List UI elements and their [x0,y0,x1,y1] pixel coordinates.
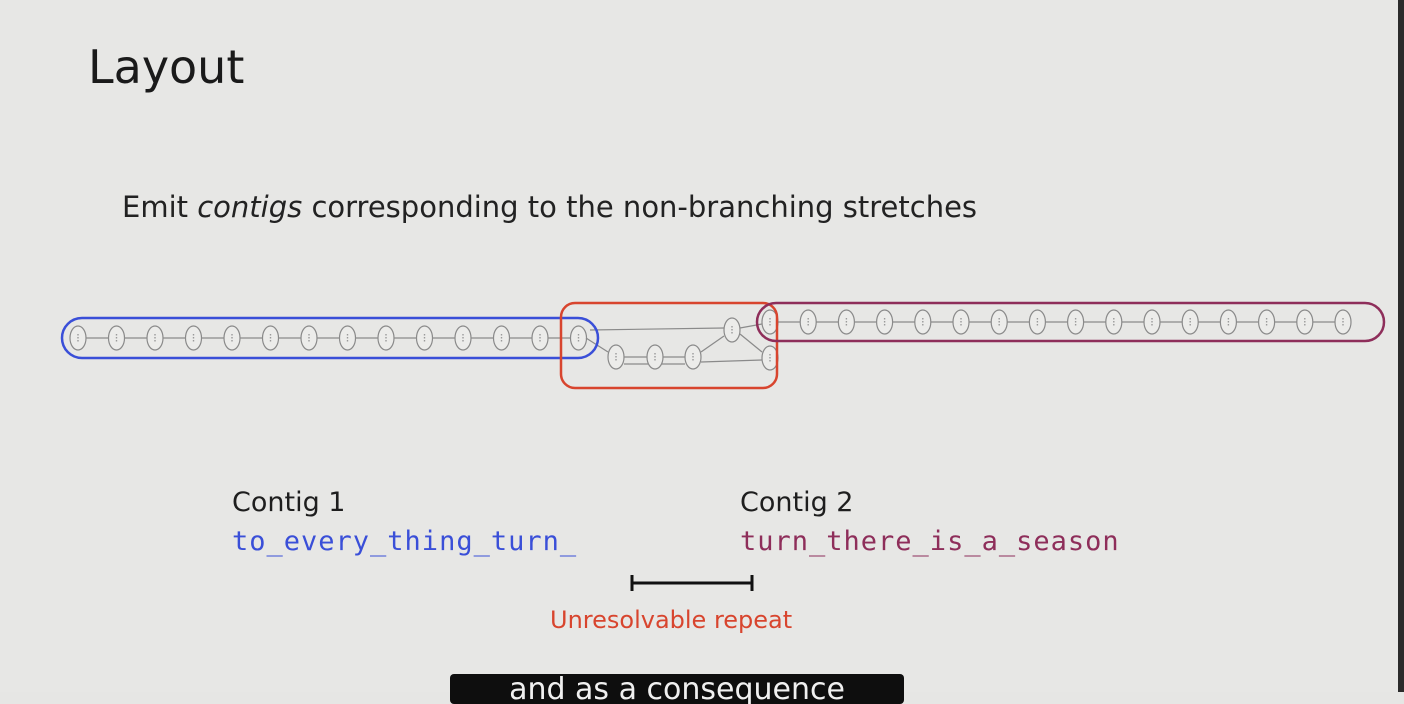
contig2-node-chain [761,309,1352,335]
contig2-label: Contig 2 [740,487,854,518]
contig1-outline [60,316,600,360]
contig1-node-chain [69,325,588,351]
subtitle-suffix: corresponding to the non-branching stret… [302,190,978,224]
repeat-span-bar [630,575,754,591]
slide: Layout Emit contigs corresponding to the… [60,40,1386,634]
contig2-outline [755,301,1386,343]
repeat-label: Unresolvable repeat [550,606,793,634]
contig1-sequence: to_every_thing_turn_ [232,526,578,557]
repeat-outline [559,301,779,390]
repeat-region-nodes [585,317,779,371]
contig2-sequence: turn_there_is_a_season [740,526,1120,557]
subtitle-caption: and as a consequence [450,674,904,704]
subtitle-emphasis: contigs [197,190,303,224]
graph-edge [739,333,763,353]
graph-edge [700,359,763,363]
slide-title: Layout [88,40,245,94]
slide-subtitle: Emit contigs corresponding to the non-br… [122,190,977,224]
frame-edge [1398,0,1404,692]
contig1-label: Contig 1 [232,487,346,518]
debruijn-graph [60,301,1386,390]
subtitle-prefix: Emit [122,190,198,224]
graph-edge [589,327,725,331]
caption-text: and as a consequence [509,674,845,704]
graph-edge [700,335,725,353]
